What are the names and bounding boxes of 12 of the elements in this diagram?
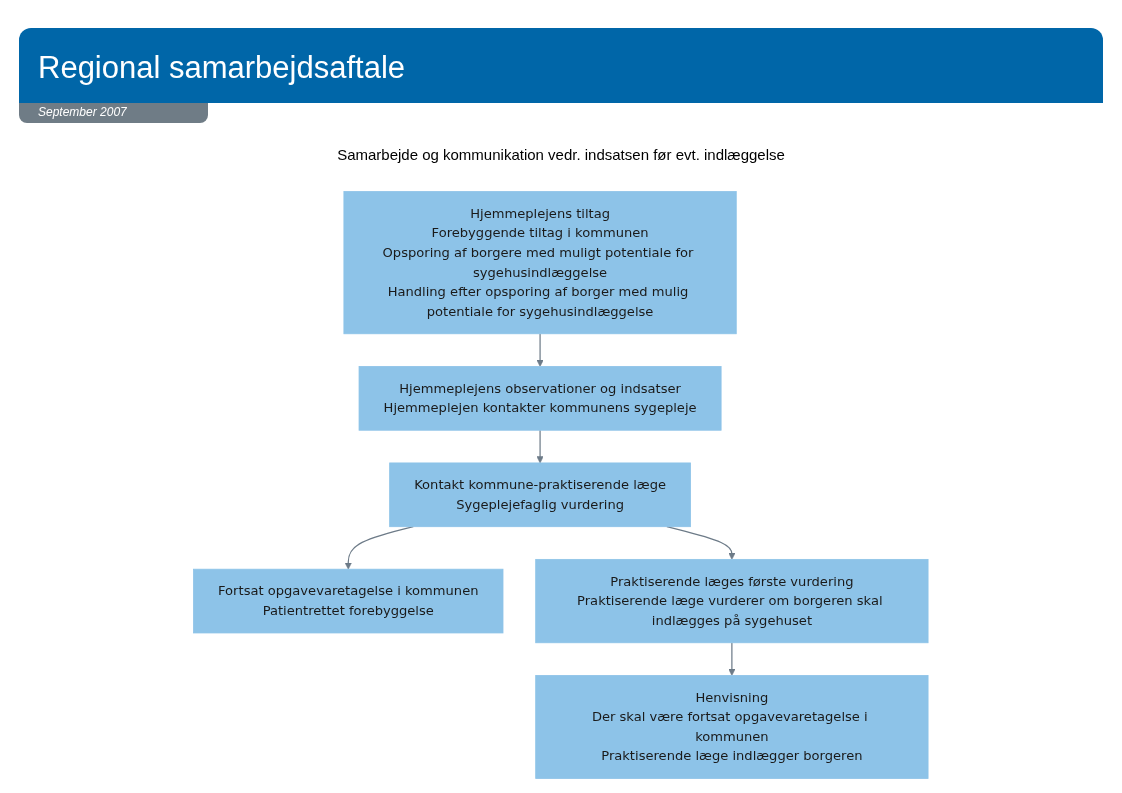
- arrow: [728, 642, 736, 676]
- node-box: Praktiserende læges første vurdering Praktiserende læge vurderer om borgeren skal indlægges på sygehuset: [535, 559, 929, 644]
- node-box: Henvisning Der skal være fortsat opgavevaretagelse i kommunen Praktiserende læge indlægger borgeren: [535, 675, 929, 779]
- node-box: Hjemmeplejens tiltag Forebyggende tiltag i kommunen Opsporing af borgere med muligt potentiale for sygehusindlæggelse Handling efter opsporing af borger med mulig potentiale for sygehusindlæggelse: [343, 191, 737, 335]
- subtitle: Samarbejde og kommunikation vedr. indsatsen før evt. indlæggelse: [336, 146, 786, 163]
- arrow: [536, 333, 544, 367]
- node-box: Fortsat opgavevaretagelse i kommunen Patientrettet forebyggelse: [193, 568, 504, 634]
- node-box: Kontakt kommune-praktiserende læge Sygeplejefaglig vurdering: [389, 462, 692, 528]
- date-text: September 2007: [38, 105, 127, 119]
- arrow: [536, 429, 544, 464]
- node-box: Hjemmeplejens observationer og indsatser Hjemmeplejen kontakter kommunens sygepleje: [358, 366, 722, 431]
- title: Regional samarbejdsaftale: [38, 50, 406, 86]
